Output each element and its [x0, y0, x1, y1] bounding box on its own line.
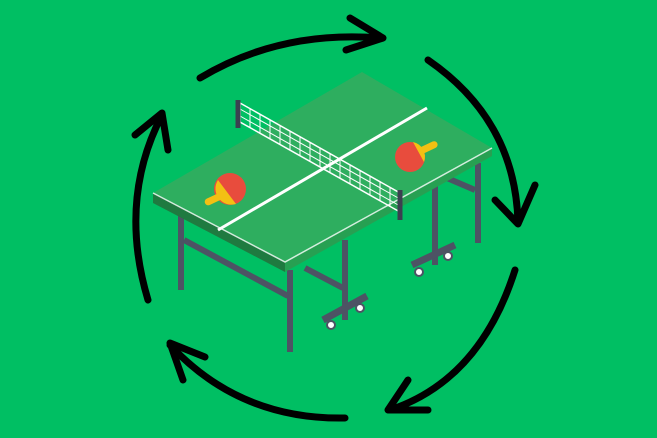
ping-pong-table-icon: [152, 72, 493, 352]
arrow-top: [196, 14, 387, 82]
wheels: [326, 251, 453, 330]
table-edge-left: [153, 193, 285, 272]
arrow-bottom: [166, 339, 349, 422]
arrow-left: [131, 109, 172, 304]
net: [235, 100, 403, 220]
cycle-arrows-icon: [131, 14, 539, 422]
table-edge-right: [285, 148, 492, 272]
arrow-right: [424, 56, 539, 228]
paddle-icon: [395, 141, 438, 172]
table-legs: [178, 163, 481, 352]
paddle-icon: [204, 173, 246, 206]
arrow-bottom-right: [384, 266, 519, 414]
